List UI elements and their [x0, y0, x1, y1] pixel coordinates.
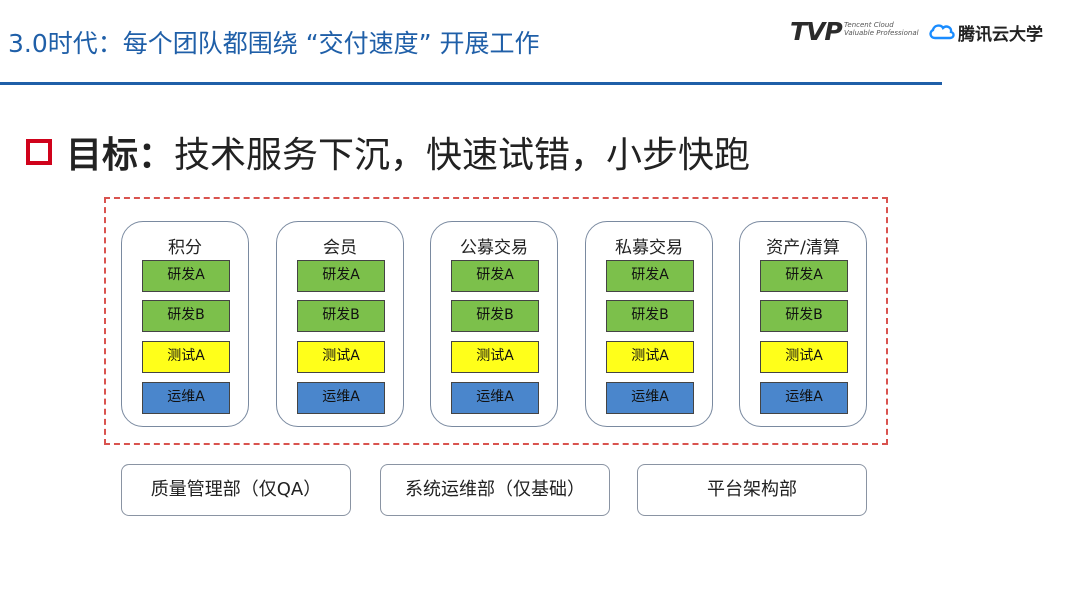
cloud-icon: [929, 24, 955, 40]
role-box: 研发A: [297, 260, 385, 292]
goal-text: 技术服务下沉，快速试错，小步快跑: [174, 135, 751, 176]
tvp-logo-sub-line2: Valuable Professional: [844, 29, 919, 37]
team-box: 资产/清算研发A 研发B 测试A 运维A: [739, 221, 867, 427]
role-box: 测试A: [760, 341, 848, 373]
team-box: 积分研发A 研发B 测试A 运维A: [121, 221, 249, 427]
role-box: 运维A: [297, 382, 385, 414]
tvp-logo-sub-line1: Tencent Cloud: [844, 21, 894, 29]
team-name: 会员: [323, 238, 357, 258]
team-box: 公募交易研发A 研发B 测试A 运维A: [430, 221, 558, 427]
team-name: 积分: [168, 238, 202, 258]
role-box: 研发B: [606, 300, 694, 332]
role-box: 研发B: [451, 300, 539, 332]
role-box: 测试A: [606, 341, 694, 373]
slide-title: 3.0时代：每个团队都围绕 “交付速度” 开展工作: [8, 29, 540, 58]
tvp-logo-subtitle: Tencent Cloud Valuable Professional: [844, 21, 924, 37]
role-box: 运维A: [760, 382, 848, 414]
role-box: 研发A: [606, 260, 694, 292]
team-group-boundary: [104, 197, 888, 445]
tvp-logo: TVP: [790, 17, 843, 46]
department-box: 系统运维部（仅基础）: [380, 464, 610, 516]
role-box: 研发B: [760, 300, 848, 332]
team-box: 会员研发A 研发B 测试A 运维A: [276, 221, 404, 427]
tencent-cloud-university-logo: 腾讯云大学: [958, 25, 1043, 45]
team-name: 资产/清算: [766, 238, 840, 258]
role-box: 测试A: [297, 341, 385, 373]
role-box: 研发A: [451, 260, 539, 292]
role-box: 研发B: [297, 300, 385, 332]
team-name: 公募交易: [460, 238, 528, 258]
role-box: 运维A: [451, 382, 539, 414]
header-divider: [0, 82, 942, 85]
role-box: 研发B: [142, 300, 230, 332]
square-bullet-icon: [26, 139, 52, 165]
goal-heading: 目标： 技术服务下沉，快速试错，小步快跑: [26, 126, 750, 178]
department-box: 质量管理部（仅QA）: [121, 464, 351, 516]
role-box: 测试A: [451, 341, 539, 373]
role-box: 运维A: [606, 382, 694, 414]
team-name: 私募交易: [615, 238, 683, 258]
role-box: 运维A: [142, 382, 230, 414]
goal-label: 目标：: [66, 135, 175, 176]
role-box: 研发A: [760, 260, 848, 292]
team-box: 私募交易研发A 研发B 测试A 运维A: [585, 221, 713, 427]
department-box: 平台架构部: [637, 464, 867, 516]
role-box: 测试A: [142, 341, 230, 373]
role-box: 研发A: [142, 260, 230, 292]
